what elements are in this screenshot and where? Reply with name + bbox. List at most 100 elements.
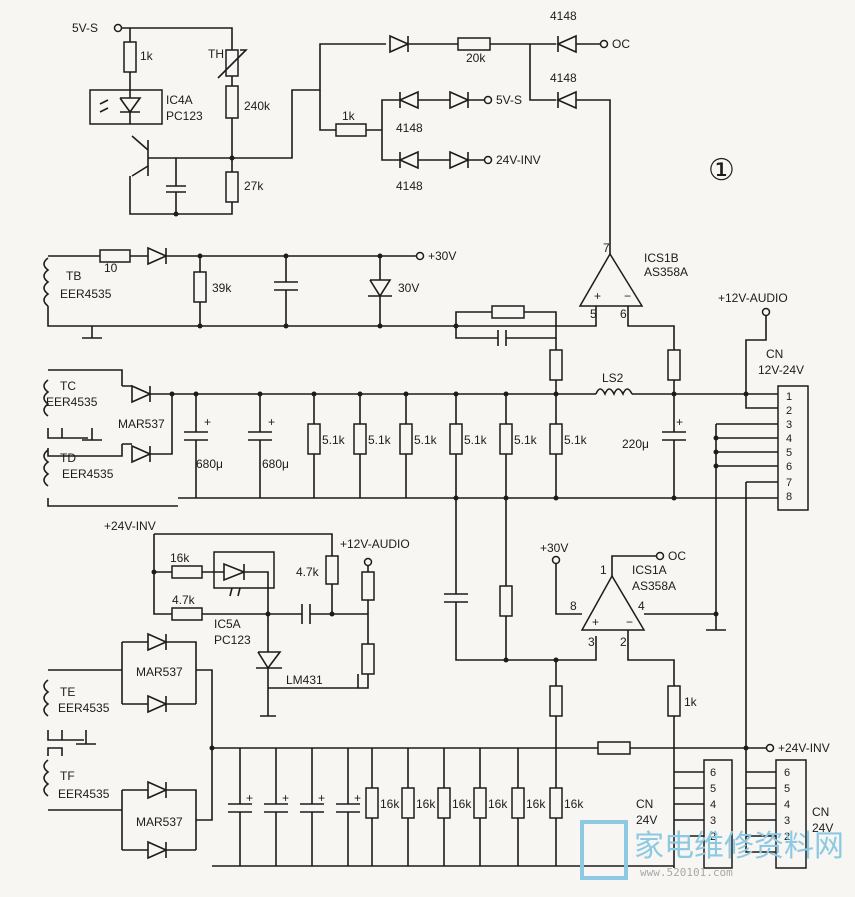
svg-text:+12V-AUDIO: +12V-AUDIO <box>718 291 788 305</box>
svg-text:5: 5 <box>786 447 792 459</box>
connector-cn-12v-24v <box>777 385 809 511</box>
svg-text:4.7k: 4.7k <box>296 565 320 579</box>
svg-text:AS358A: AS358A <box>632 579 676 593</box>
svg-text:5V-S: 5V-S <box>496 93 522 107</box>
resistor-5-1k-6 <box>549 423 563 455</box>
svg-text:+: + <box>318 791 325 805</box>
connector-cn-24v-right <box>775 759 807 869</box>
svg-text:PC123: PC123 <box>166 109 203 123</box>
svg-text:MAR537: MAR537 <box>118 417 165 431</box>
transformer-td <box>43 449 50 487</box>
resistor-4-7k-left <box>171 607 203 621</box>
svg-text:16k: 16k <box>564 797 584 811</box>
tb-30v-section: TB EER4535 10 +30V 39k 30V 7 ICS1B AS358… <box>43 241 788 394</box>
svg-text:家电维修资料网: 家电维修资料网 <box>634 829 844 864</box>
svg-text:+24V-INV: +24V-INV <box>778 741 830 755</box>
svg-text:+30V: +30V <box>540 541 568 555</box>
svg-text:6: 6 <box>620 307 627 321</box>
svg-text:OC: OC <box>612 37 630 51</box>
svg-text:6: 6 <box>710 767 716 779</box>
svg-text:240k: 240k <box>244 99 271 113</box>
svg-text:10: 10 <box>104 261 118 275</box>
watermark-logo-icon <box>580 820 628 880</box>
terminal-5v-s-top <box>113 23 123 33</box>
svg-text:+: + <box>246 791 253 805</box>
svg-text:EER4535: EER4535 <box>58 787 110 801</box>
svg-text:−: − <box>626 615 633 629</box>
svg-text:5: 5 <box>590 307 597 321</box>
te-tf-24v-section: TE EER4535 TF EER4535 MAR537 MAR537 +24V… <box>43 632 833 869</box>
svg-text:EER4535: EER4535 <box>62 467 114 481</box>
svg-text:1k: 1k <box>684 695 698 709</box>
svg-text:−: − <box>624 289 631 303</box>
svg-text:CN: CN <box>812 805 829 819</box>
diode-top-1 <box>389 34 410 54</box>
resistor-5-1k-5 <box>499 423 513 455</box>
svg-text:ICS1B: ICS1B <box>644 251 679 265</box>
svg-text:30V: 30V <box>398 281 419 295</box>
svg-text:IC4A: IC4A <box>166 93 193 107</box>
svg-text:+12V-AUDIO: +12V-AUDIO <box>340 537 410 551</box>
svg-text:4: 4 <box>638 599 645 613</box>
ics1a-section: +30V 1 ICS1A AS358A 8 4 + − 3 2 OC 1k <box>444 498 716 868</box>
svg-text:TH: TH <box>208 47 224 61</box>
svg-text:4: 4 <box>784 799 790 811</box>
resistor-4-7k-right <box>325 555 339 585</box>
svg-text:16k: 16k <box>526 797 546 811</box>
resistor-16k-3 <box>437 787 451 819</box>
svg-text:4148: 4148 <box>396 179 423 193</box>
svg-text:7: 7 <box>603 241 610 255</box>
svg-text:27k: 27k <box>244 179 264 193</box>
diode-4148-d <box>449 150 470 170</box>
svg-text:+24V-INV: +24V-INV <box>104 519 156 533</box>
svg-text:PC123: PC123 <box>214 633 251 647</box>
svg-text:MAR537: MAR537 <box>136 665 183 679</box>
capacitor-bank-24v: + + + + <box>228 748 361 866</box>
svg-text:1: 1 <box>600 563 607 577</box>
svg-text:4.7k: 4.7k <box>172 593 196 607</box>
svg-text:3: 3 <box>588 635 595 649</box>
resistor-feedback-b <box>549 349 563 381</box>
svg-text:2: 2 <box>710 831 716 843</box>
resistor-bank-5-1k: 5.1k 5.1k 5.1k 5.1k 5.1k 5.1k <box>307 394 588 498</box>
svg-text:4148: 4148 <box>550 9 577 23</box>
svg-text:2: 2 <box>620 635 627 649</box>
resistor-1k-top <box>123 41 137 73</box>
svg-text:5: 5 <box>710 783 716 795</box>
svg-text:680μ: 680μ <box>196 457 223 471</box>
svg-text:5.1k: 5.1k <box>514 433 538 447</box>
transformer-tf <box>43 759 50 797</box>
svg-text:20k: 20k <box>466 51 486 65</box>
resistor-1k-mid <box>335 123 367 137</box>
svg-text:MAR537: MAR537 <box>136 815 183 829</box>
svg-text:+30V: +30V <box>428 249 456 263</box>
ic5a-feedback-section: +24V-INV 16k 4.7k IC5A PC123 4.7k LM431 … <box>104 519 410 717</box>
svg-text:LS2: LS2 <box>602 371 624 385</box>
svg-text:2: 2 <box>786 405 792 417</box>
svg-text:12V-24V: 12V-24V <box>758 363 804 377</box>
svg-text:7: 7 <box>786 477 792 489</box>
svg-text:2: 2 <box>784 831 790 843</box>
resistor-16k-4 <box>473 787 487 819</box>
bridge-mar537-mid <box>121 632 197 714</box>
svg-text:www.520101.com: www.520101.com <box>640 866 733 879</box>
svg-text:ICS1A: ICS1A <box>632 563 667 577</box>
svg-text:1k: 1k <box>140 49 154 63</box>
resistor-16k-1 <box>365 787 379 819</box>
svg-text:+: + <box>676 415 683 429</box>
svg-text:4: 4 <box>786 433 792 445</box>
svg-text:16k: 16k <box>416 797 436 811</box>
svg-text:4148: 4148 <box>396 121 423 135</box>
svg-text:EER4535: EER4535 <box>58 701 110 715</box>
svg-text:5.1k: 5.1k <box>414 433 438 447</box>
svg-text:5: 5 <box>784 783 790 795</box>
svg-text:TB: TB <box>66 269 81 283</box>
svg-text:CN: CN <box>636 797 653 811</box>
inductor-ls2 <box>595 388 633 396</box>
svg-text:24V: 24V <box>636 813 657 827</box>
svg-text:EER4535: EER4535 <box>46 395 98 409</box>
resistor-20k <box>457 37 491 51</box>
watermark: 家电维修资料网 www.520101.com <box>580 820 844 880</box>
resistor-5-1k-4 <box>449 423 463 455</box>
svg-text:+: + <box>268 415 275 429</box>
